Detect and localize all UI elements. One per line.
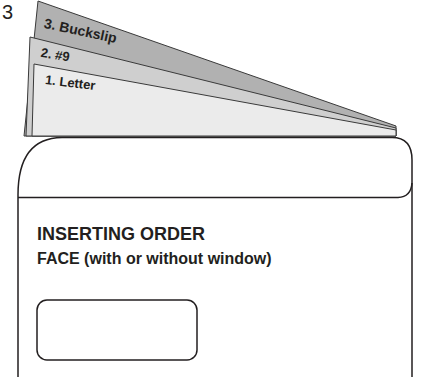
sheet-outline xyxy=(0,0,429,140)
sheet-shape xyxy=(26,37,396,136)
step-number: 3 xyxy=(2,1,13,24)
sheet-shape xyxy=(32,64,396,136)
envelope-window xyxy=(37,300,197,360)
sheet-shape xyxy=(24,1,396,136)
insert-sheet: 1. Letter xyxy=(0,0,429,140)
envelope-subheading: FACE (with or without window) xyxy=(37,250,272,268)
envelope-back xyxy=(18,138,412,377)
envelope-pocket-edge xyxy=(18,183,412,198)
envelope-heading: INSERTING ORDER xyxy=(37,224,205,245)
envelope-face: INSERTING ORDER FACE (with or without win… xyxy=(18,197,412,377)
